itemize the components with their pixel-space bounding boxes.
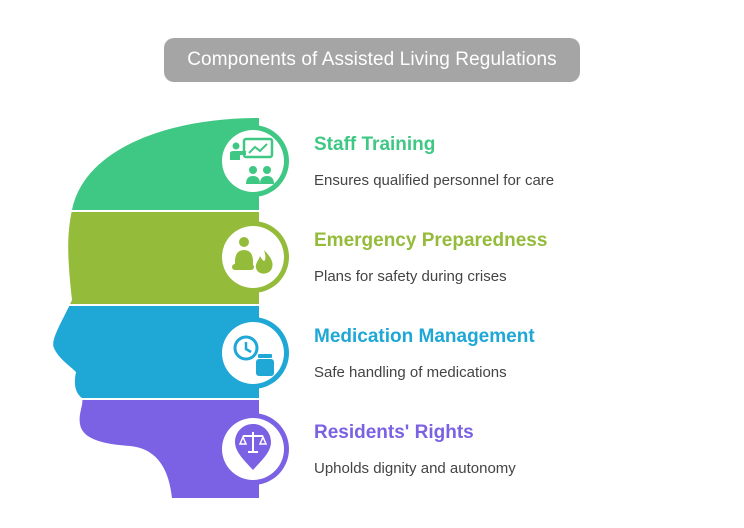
item-title-emergency-preparedness: Emergency Preparedness — [314, 230, 548, 251]
circle-emergency-preparedness — [217, 221, 289, 293]
item-desc-medication-management: Safe handling of medications — [314, 364, 507, 381]
item-title-medication-management: Medication Management — [314, 326, 535, 347]
first-aid-icon — [232, 237, 273, 274]
circle-staff-training — [217, 125, 289, 197]
item-title-staff-training: Staff Training — [314, 134, 436, 155]
diagram-title: Components of Assisted Living Regulation… — [164, 38, 580, 82]
item-desc-staff-training: Ensures qualified personnel for care — [314, 172, 555, 189]
item-title-residents-rights: Residents' Rights — [314, 422, 474, 443]
clock-pill-icon — [233, 335, 274, 376]
scales-icon — [235, 424, 271, 470]
circle-medication-management — [217, 317, 289, 389]
presentation-icon — [230, 137, 274, 184]
item-desc-residents-rights: Upholds dignity and autonomy — [314, 460, 516, 477]
item-desc-emergency-preparedness: Plans for safety during crises — [314, 268, 507, 285]
